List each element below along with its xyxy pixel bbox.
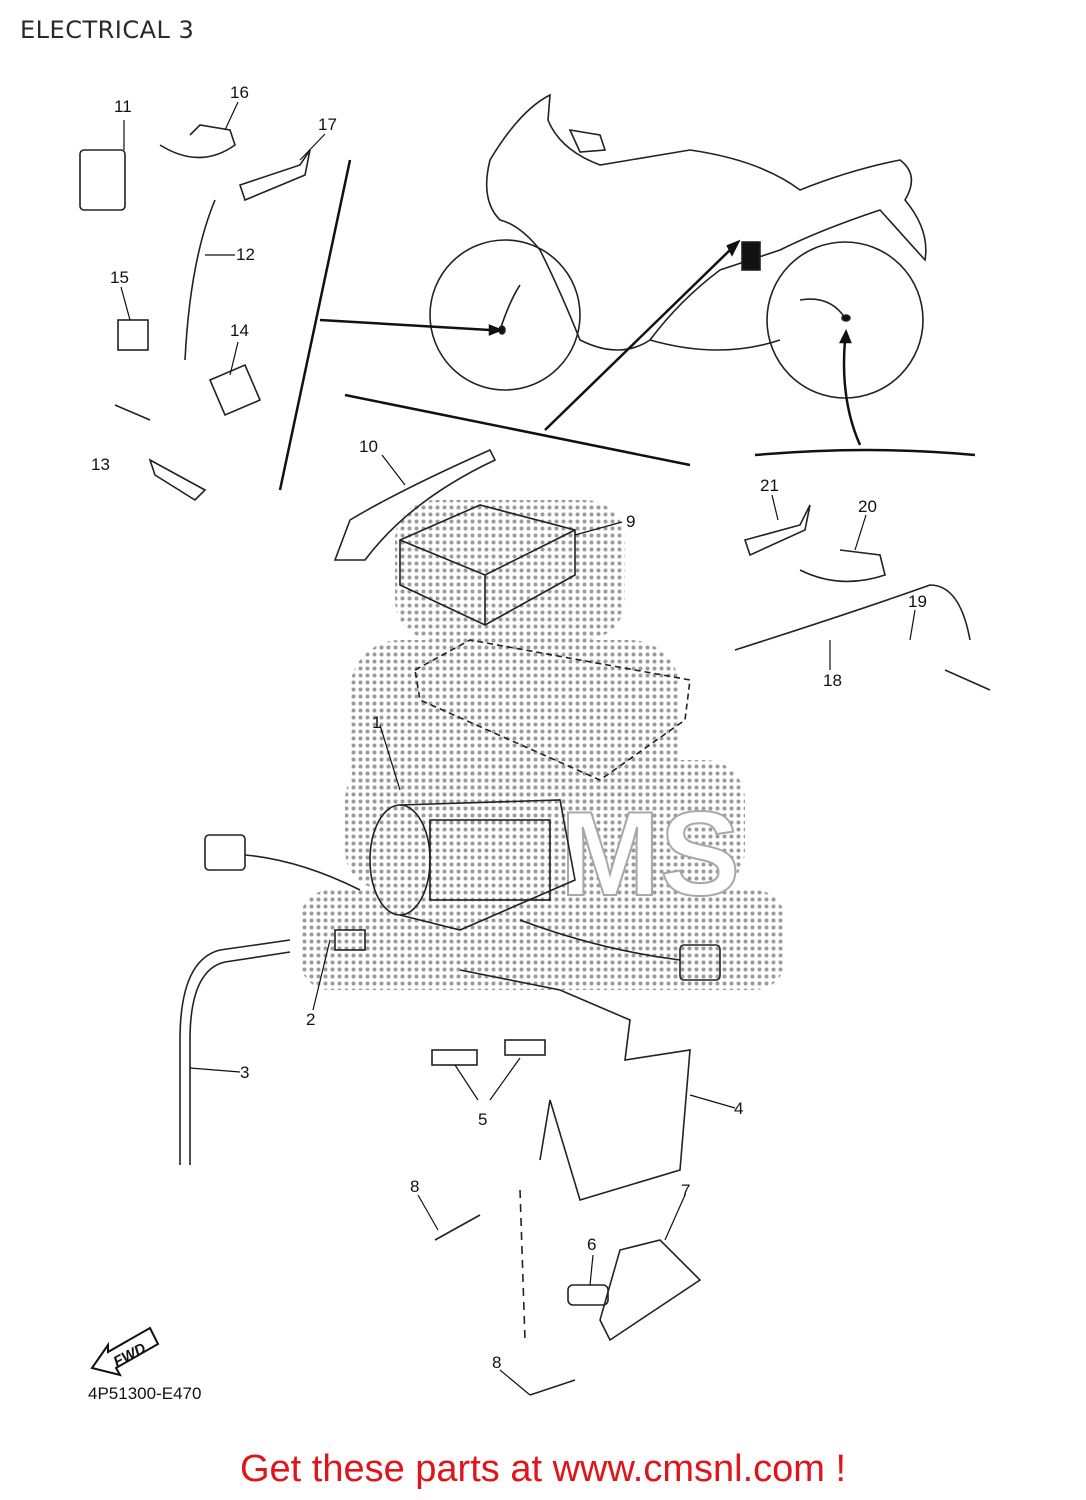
callout-17: 17 — [318, 115, 337, 134]
callout-14: 14 — [230, 321, 249, 340]
callout-19: 19 — [908, 592, 927, 611]
watermark-text: MS — [560, 787, 740, 921]
callout-16: 16 — [230, 83, 249, 102]
watermark-logo-icon: MS — [300, 500, 785, 990]
callout-9: 9 — [626, 512, 635, 531]
diagram-part-code: 4P51300-E470 — [88, 1384, 202, 1403]
callout-6: 6 — [587, 1235, 596, 1254]
callout-7: 7 — [681, 1181, 690, 1200]
callout-10: 10 — [359, 437, 378, 456]
leader-lines — [120, 101, 916, 1396]
callout-5: 5 — [478, 1110, 487, 1129]
callout-8b: 8 — [492, 1353, 501, 1372]
footer-link-text[interactable]: Get these parts at www.cmsnl.com ! — [239, 1448, 847, 1490]
callout-1: 1 — [372, 713, 381, 732]
callout-11: 11 — [114, 97, 132, 116]
motorcycle-outline-icon — [429, 93, 927, 399]
callout-15: 15 — [110, 268, 129, 287]
callout-8a: 8 — [410, 1177, 419, 1196]
page-title: ELECTRICAL 3 — [20, 16, 195, 44]
callout-labels: 1 2 3 4 5 6 7 8 8 9 10 11 12 13 14 15 16… — [91, 83, 927, 1372]
callout-21: 21 — [760, 476, 779, 495]
reference-lines — [278, 159, 976, 491]
fwd-arrow-icon: FWD — [90, 1326, 160, 1377]
callout-12: 12 — [236, 245, 255, 264]
callout-18: 18 — [823, 671, 842, 690]
callout-13: 13 — [91, 455, 110, 474]
callout-4: 4 — [734, 1099, 743, 1118]
callout-3: 3 — [240, 1063, 249, 1082]
parts-artwork — [79, 124, 991, 1396]
callout-2: 2 — [306, 1010, 315, 1029]
callout-20: 20 — [858, 497, 877, 516]
